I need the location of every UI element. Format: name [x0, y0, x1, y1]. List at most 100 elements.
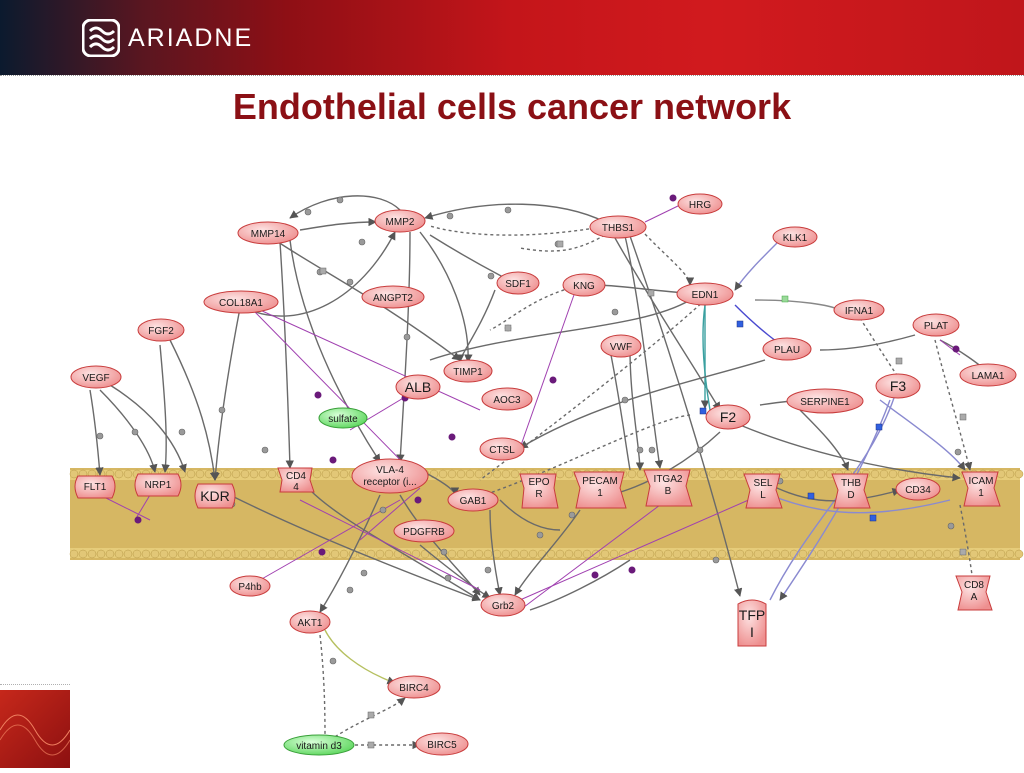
- node-label: Grb2: [492, 601, 515, 612]
- node-label: PLAT: [924, 321, 948, 332]
- node-klk1[interactable]: KLK1: [772, 226, 818, 248]
- lipid-bead: [537, 549, 547, 559]
- node-f3[interactable]: F3: [875, 373, 921, 399]
- lipid-bead: [276, 549, 286, 559]
- header-banner: [0, 0, 1024, 75]
- node-label: CD8: [964, 580, 984, 591]
- lipid-bead: [159, 549, 169, 559]
- lipid-bead: [816, 469, 826, 479]
- node-timp1[interactable]: TIMP1: [443, 359, 493, 383]
- node-pdgfrb[interactable]: PDGFRB: [393, 519, 455, 543]
- node-label: receptor (i...: [363, 477, 416, 488]
- lipid-bead: [807, 469, 817, 479]
- corner-divider: [0, 684, 70, 685]
- lipid-bead: [870, 549, 880, 559]
- node-plat[interactable]: PLAT: [912, 313, 960, 337]
- node-kng[interactable]: KNG: [562, 273, 606, 297]
- node-label: VEGF: [82, 373, 109, 384]
- node-label: F3: [890, 378, 907, 394]
- node-hrg[interactable]: HRG: [677, 193, 723, 215]
- node-label: sulfate: [328, 414, 358, 425]
- lipid-bead: [330, 469, 340, 479]
- node-label: L: [760, 490, 766, 501]
- node-col18a1[interactable]: COL18A1: [203, 290, 279, 314]
- lipid-bead: [933, 549, 943, 559]
- lipid-bead: [861, 549, 871, 559]
- node-ifna1[interactable]: IFNA1: [833, 299, 885, 321]
- node-p4hb[interactable]: P4hb: [229, 575, 271, 597]
- node-vwf[interactable]: VWF: [600, 334, 642, 358]
- node-mmp14[interactable]: MMP14: [237, 221, 299, 245]
- lipid-bead: [375, 549, 385, 559]
- node-f2[interactable]: F2: [705, 404, 751, 430]
- lipid-bead: [258, 549, 268, 559]
- node-label: HRG: [689, 200, 711, 211]
- node-vegf[interactable]: VEGF: [70, 365, 122, 389]
- node-alb[interactable]: ALB: [395, 374, 441, 400]
- node-label: LAMA1: [972, 371, 1005, 382]
- lipid-bead: [114, 469, 124, 479]
- lipid-bead: [744, 549, 754, 559]
- lipid-bead: [267, 469, 277, 479]
- node-label: KLK1: [783, 233, 808, 244]
- lipid-bead: [933, 469, 943, 479]
- node-grb2[interactable]: Grb2: [480, 593, 526, 617]
- lipid-bead: [474, 549, 484, 559]
- edge-connectors: [96, 196, 962, 665]
- node-label: PECAM: [582, 476, 618, 487]
- node-thbs1[interactable]: THBS1: [589, 215, 647, 239]
- lipid-bead: [204, 549, 214, 559]
- lipid-bead: [897, 549, 907, 559]
- node-gab1[interactable]: GAB1: [447, 488, 499, 512]
- lipid-bead: [69, 469, 79, 479]
- lipid-bead: [519, 549, 529, 559]
- lipid-bead: [492, 469, 502, 479]
- node-plau[interactable]: PLAU: [762, 337, 812, 361]
- node-flt1[interactable]: FLT1: [74, 475, 116, 499]
- node-angpt2[interactable]: ANGPT2: [361, 285, 425, 309]
- lipid-bead: [798, 549, 808, 559]
- lipid-bead: [798, 469, 808, 479]
- lipid-bead: [231, 469, 241, 479]
- node-birc4[interactable]: BIRC4: [387, 675, 441, 699]
- lipid-bead: [1005, 549, 1015, 559]
- corner-decoration: [0, 690, 71, 768]
- node-label: F2: [720, 409, 737, 425]
- node-kdr[interactable]: KDR: [194, 483, 236, 509]
- node-edn1[interactable]: EDN1: [676, 282, 734, 306]
- node-ctsl[interactable]: CTSL: [479, 437, 525, 461]
- node-sulfate[interactable]: sulfate: [318, 407, 368, 429]
- lipid-bead: [168, 549, 178, 559]
- lipid-bead: [636, 469, 646, 479]
- node-serpine1[interactable]: SERPINE1: [786, 388, 864, 414]
- interaction-edges: [89, 195, 986, 750]
- node-label: 4: [293, 482, 299, 493]
- node-birc5[interactable]: BIRC5: [415, 732, 469, 756]
- node-sdf1[interactable]: SDF1: [496, 271, 540, 295]
- node-lama1[interactable]: LAMA1: [959, 363, 1017, 387]
- node-mmp2[interactable]: MMP2: [374, 209, 426, 233]
- node-cd34[interactable]: CD34: [895, 477, 941, 501]
- lipid-bead: [123, 549, 133, 559]
- node-nrp1[interactable]: NRP1: [134, 473, 182, 497]
- lipid-bead: [708, 549, 718, 559]
- lipid-bead: [195, 549, 205, 559]
- lipid-bead: [510, 549, 520, 559]
- lipid-bead: [474, 469, 484, 479]
- node-fgf2[interactable]: FGF2: [137, 318, 185, 342]
- node-akt1[interactable]: AKT1: [289, 610, 331, 634]
- node-label: CD34: [905, 485, 931, 496]
- node-aoc3[interactable]: AOC3: [481, 387, 533, 411]
- node-vitamin-d3[interactable]: vitamin d3: [283, 734, 355, 756]
